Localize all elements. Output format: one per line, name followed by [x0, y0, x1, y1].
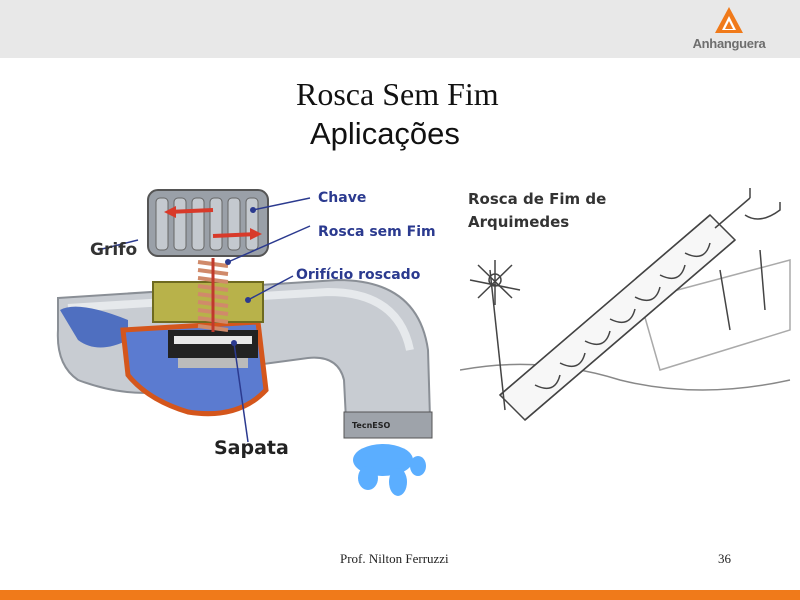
page-number: 36: [718, 551, 731, 566]
label-brand-nozzle: TecnESO: [352, 421, 391, 430]
archimedes-screw-illustration: [459, 188, 791, 422]
archimedes-screw-figure: Rosca de Fim de Arquimedes: [459, 180, 800, 430]
slide-title: Rosca Sem Fim: [296, 76, 499, 112]
label-sapata: Sapata: [214, 437, 289, 459]
label-grifo: Grifo: [90, 240, 138, 260]
caption-rosca-de-fim-line1: Rosca de Fim de: [468, 190, 607, 208]
slide-subtitle: Aplicações: [310, 116, 460, 151]
label-orificio-roscado: Orifício roscado: [296, 267, 421, 283]
label-chave: Chave: [318, 190, 367, 206]
logo-text: Anhanguera: [692, 36, 766, 51]
footer-accent-bar: [0, 590, 800, 600]
faucet-cross-section-figure: Chave Rosca sem Fim Orifício roscado Gri…: [38, 180, 458, 500]
anhanguera-logo-icon: [715, 7, 743, 33]
header-bar: Anhanguera: [0, 0, 800, 58]
label-rosca-sem-fim: Rosca sem Fim: [318, 224, 436, 240]
faucet-illustration: [56, 189, 433, 496]
brand-logo: Anhanguera: [686, 6, 772, 54]
caption-rosca-de-fim-line2: Arquimedes: [468, 213, 570, 231]
footer-author: Prof. Nilton Ferruzzi: [340, 551, 449, 566]
